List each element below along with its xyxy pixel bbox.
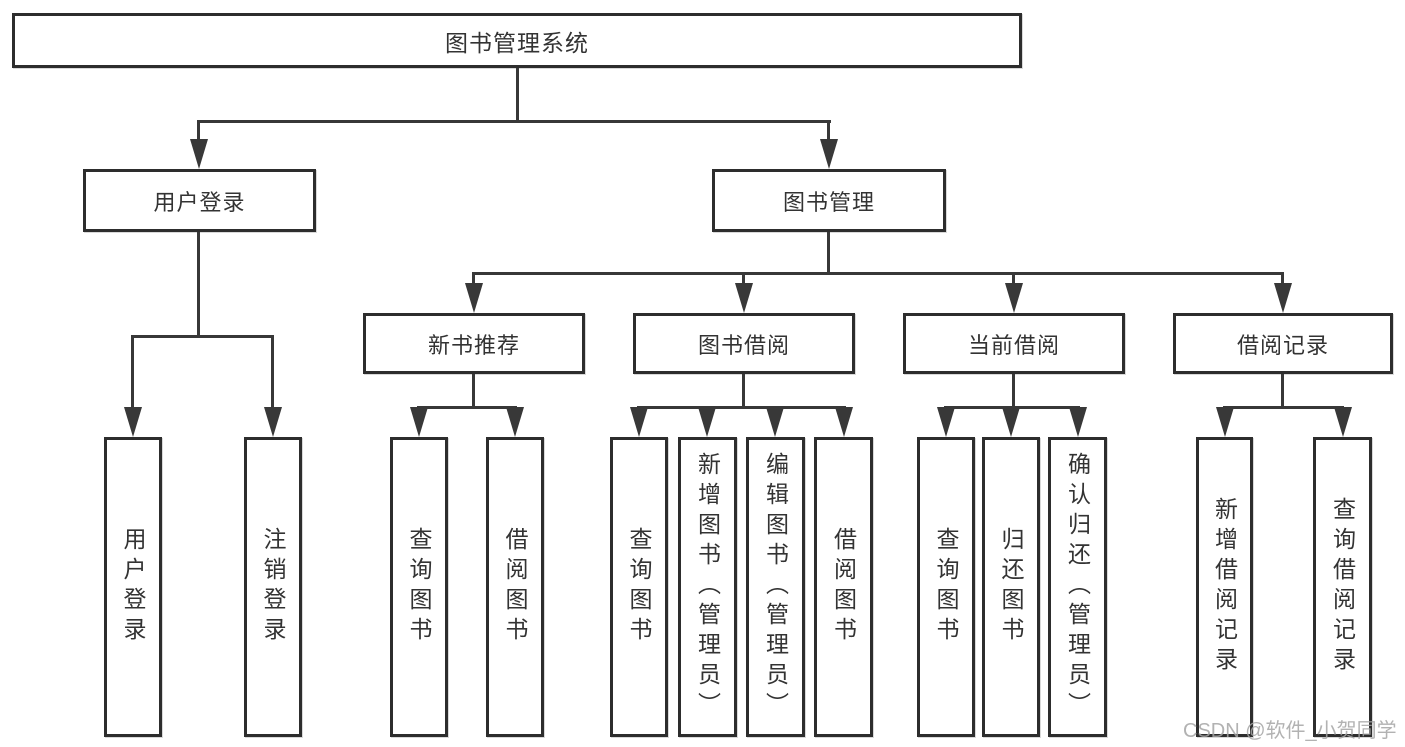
arrow-down-icon [1216, 407, 1234, 437]
connector-drop-level3 [742, 272, 745, 285]
leaf-query-books-newbook: 查询图书 [390, 437, 448, 737]
arrow-down-icon [190, 139, 208, 169]
node-book-management: 图书管理 [712, 169, 946, 232]
connector-root-stub [516, 68, 519, 123]
leaf-return-book: 归还图书 [982, 437, 1040, 737]
connector-borrow-stub [742, 374, 745, 408]
arrow-down-icon [698, 407, 716, 437]
connector-drop-level3 [472, 272, 475, 285]
node-borrow-records: 借阅记录 [1173, 313, 1393, 374]
connector-drop-leaf [131, 335, 134, 409]
arrow-down-icon [1005, 283, 1023, 313]
arrow-down-icon [630, 407, 648, 437]
leaf-query-books-borrow: 查询图书 [610, 437, 668, 737]
arrow-down-icon [735, 283, 753, 313]
arrow-down-icon [410, 407, 428, 437]
arrow-down-icon [1334, 407, 1352, 437]
connector-newbook-stub [472, 374, 475, 408]
connector-level3-bus [472, 272, 1284, 275]
arrow-down-icon [124, 407, 142, 437]
leaf-edit-book-admin: 编辑图书（管理员） [746, 437, 805, 737]
node-book-borrow: 图书借阅 [633, 313, 855, 374]
leaf-borrow-books-newbook: 借阅图书 [486, 437, 544, 737]
connector-newbook-bus [417, 406, 517, 409]
connector-borrow-bus [637, 406, 846, 409]
arrow-down-icon [820, 139, 838, 169]
leaf-logout: 注销登录 [244, 437, 302, 737]
arrow-down-icon [835, 407, 853, 437]
arrow-down-icon [1274, 283, 1292, 313]
arrow-down-icon [766, 407, 784, 437]
node-root: 图书管理系统 [12, 13, 1022, 68]
node-new-book-recommend: 新书推荐 [363, 313, 585, 374]
leaf-query-borrow-record: 查询借阅记录 [1313, 437, 1372, 737]
connector-drop-level3 [1281, 272, 1284, 285]
leaf-confirm-return-admin: 确认归还（管理员） [1048, 437, 1107, 737]
node-current-borrow: 当前借阅 [903, 313, 1125, 374]
leaf-borrow-books-borrow: 借阅图书 [814, 437, 873, 737]
arrow-down-icon [264, 407, 282, 437]
arrow-down-icon [937, 407, 955, 437]
connector-drop-user-login [197, 120, 200, 142]
connector-drop-book-management [827, 120, 830, 142]
connector-login-bus [131, 335, 274, 338]
leaf-query-books-current: 查询图书 [917, 437, 975, 737]
arrow-down-icon [1069, 407, 1087, 437]
node-user-login: 用户登录 [83, 169, 316, 232]
connector-login-stub [197, 232, 200, 338]
connector-records-bus [1223, 406, 1344, 409]
arrow-down-icon [465, 283, 483, 313]
connector-mgmt-stub [827, 232, 830, 275]
arrow-down-icon [1002, 407, 1020, 437]
connector-records-stub [1281, 374, 1284, 408]
leaf-user-login: 用户登录 [104, 437, 162, 737]
arrow-down-icon [506, 407, 524, 437]
connector-level2-bus [197, 120, 831, 123]
connector-drop-leaf [271, 335, 274, 409]
watermark: CSDN @软件_小贺同学 [1183, 720, 1397, 742]
leaf-add-book-admin: 新增图书（管理员） [678, 437, 737, 737]
connector-current-stub [1012, 374, 1015, 408]
leaf-add-borrow-record: 新增借阅记录 [1196, 437, 1253, 737]
connector-drop-level3 [1012, 272, 1015, 285]
